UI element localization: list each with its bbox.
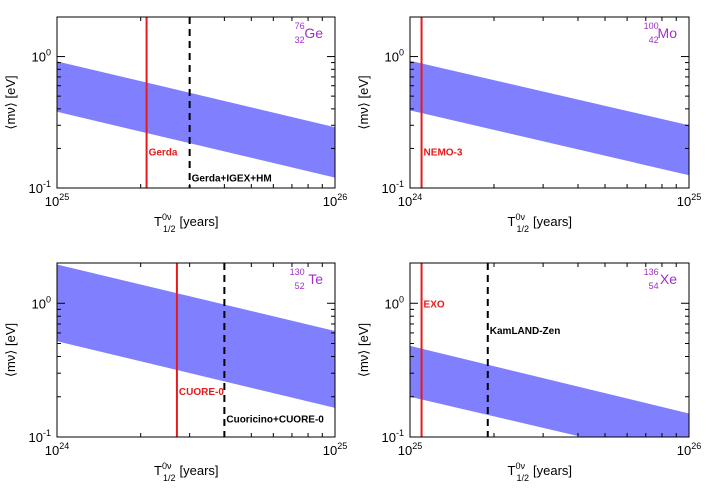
y-tick-label: 10-1 (29, 428, 51, 445)
limit-label-1: KamLAND-Zen (490, 326, 561, 337)
isotope-label: Te (308, 271, 323, 287)
plot-frame (409, 262, 690, 438)
y-axis-title: ⟨mν⟩ [eV] (3, 323, 18, 377)
allowed-band (410, 60, 689, 176)
plot-frame (409, 16, 690, 189)
isotope-charge: 32 (295, 35, 305, 45)
x-tick-label: 1025 (45, 192, 69, 209)
limit-label-1: Cuoricino+CUORE-0 (226, 414, 324, 425)
isotope-mass: 100 (644, 21, 659, 31)
limit-label-0: EXO (424, 299, 445, 310)
limit-label-0: NEMO-3 (424, 147, 463, 158)
allowed-band (57, 264, 335, 408)
plot-frame (56, 16, 336, 189)
y-tick-label: 100 (385, 294, 404, 311)
y-tick-label: 100 (32, 48, 51, 65)
y-tick-label: 10-1 (382, 428, 404, 445)
x-tick-label: 1024 (398, 192, 422, 209)
x-tick-label: 1024 (45, 441, 69, 458)
allowed-band (57, 61, 335, 178)
y-tick-label: 100 (385, 48, 404, 65)
limit-label-0: CUORE-0 (179, 387, 224, 398)
y-axis-title: ⟨mν⟩ [eV] (356, 75, 371, 129)
limit-label-0: Gerda (149, 147, 178, 158)
isotope-label: Ge (304, 25, 323, 41)
isotope-label: Mo (658, 25, 678, 41)
y-tick-label: 10-1 (382, 179, 404, 196)
plot-frame (56, 262, 336, 438)
y-tick-label: 100 (32, 294, 51, 311)
x-tick-label: 1025 (677, 192, 701, 209)
isotope-charge: 52 (295, 281, 305, 291)
y-axis-title: ⟨mν⟩ [eV] (356, 323, 371, 377)
isotope-charge: 42 (649, 35, 659, 45)
x-tick-label: 1026 (677, 441, 701, 458)
y-tick-label: 10-1 (29, 179, 51, 196)
isotope-mass: 130 (290, 267, 305, 277)
isotope-charge: 54 (649, 281, 659, 291)
limit-label-1: Gerda+IGEX+HM (192, 174, 272, 185)
x-tick-label: 1025 (398, 441, 422, 458)
isotope-mass: 136 (644, 267, 659, 277)
isotope-mass: 76 (295, 21, 305, 31)
x-tick-label: 1026 (323, 192, 347, 209)
isotope-label: Xe (660, 271, 677, 287)
allowed-band (410, 345, 689, 437)
y-axis-title: ⟨mν⟩ [eV] (3, 75, 18, 129)
x-tick-label: 1025 (323, 441, 347, 458)
